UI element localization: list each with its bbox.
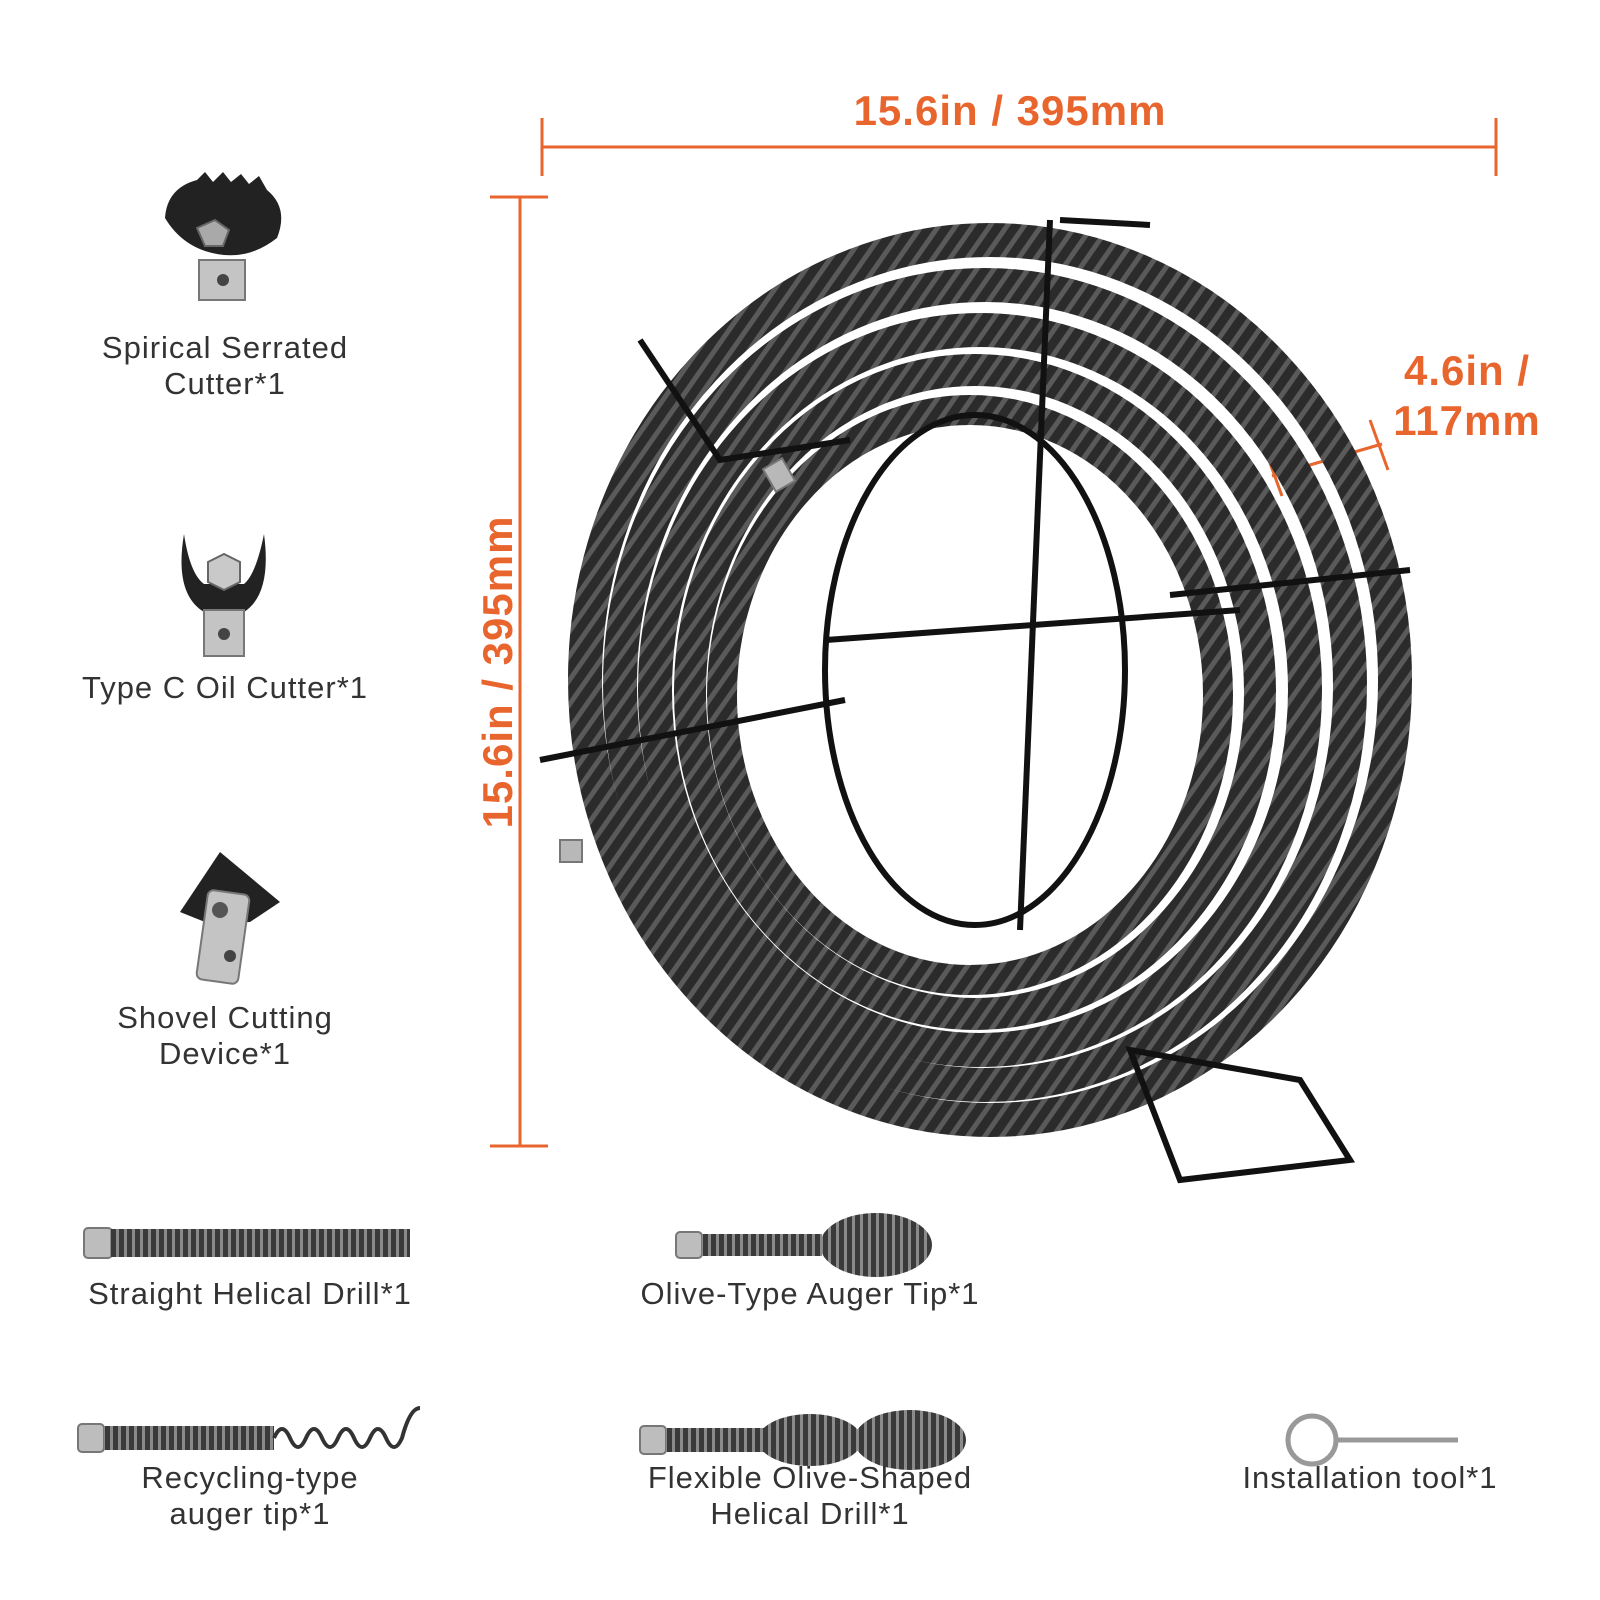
part-label-straight-drill: Straight Helical Drill*1: [40, 1276, 460, 1312]
part-label-line: Olive-Type Auger Tip*1: [640, 1276, 980, 1311]
part-label-line: Straight Helical Drill*1: [88, 1276, 412, 1311]
depth-dimension-label: 4.6in / 117mm: [1392, 346, 1542, 446]
straight-drill-icon: [83, 1227, 410, 1259]
shovel-cutter-icon: [180, 852, 280, 985]
installation-tool-icon: [1285, 1413, 1458, 1467]
depth-label-line1: 4.6in /: [1403, 347, 1531, 394]
part-label-line: Device*1: [158, 1036, 292, 1071]
part-label-installation-tool: Installation tool*1: [1180, 1460, 1560, 1496]
part-label-line: Helical Drill*1: [710, 1496, 910, 1531]
recycling-tip-icon: [77, 1406, 421, 1453]
serrated-cutter-icon: [165, 172, 282, 301]
flexible-drill-icon: [639, 1410, 966, 1470]
part-label-line: Installation tool*1: [1242, 1460, 1498, 1495]
part-label-line: Shovel Cutting: [117, 1000, 333, 1035]
depth-label-line2: 117mm: [1393, 397, 1541, 444]
part-label-serrated-cutter: Spirical Serrated Cutter*1: [40, 330, 410, 402]
part-label-line: Cutter*1: [164, 366, 286, 401]
part-label-olive-tip: Olive-Type Auger Tip*1: [600, 1276, 1020, 1312]
part-label-shovel-cutter: Shovel Cutting Device*1: [40, 1000, 410, 1072]
part-label-line: Spirical Serrated: [101, 330, 349, 365]
olive-tip-icon: [675, 1213, 932, 1277]
part-label-flexible-drill: Flexible Olive-Shaped Helical Drill*1: [600, 1460, 1020, 1532]
part-label-c-cutter: Type C Oil Cutter*1: [40, 670, 410, 706]
part-label-line: Recycling-type: [141, 1460, 359, 1495]
part-label-line: Type C Oil Cutter*1: [81, 670, 369, 705]
width-dimension-label: 15.6in / 395mm: [853, 87, 1167, 134]
part-label-line: Flexible Olive-Shaped: [647, 1460, 973, 1495]
c-cutter-icon: [181, 534, 266, 657]
part-label-line: auger tip*1: [169, 1496, 331, 1531]
part-label-recycling-tip: Recycling-type auger tip*1: [40, 1460, 460, 1532]
